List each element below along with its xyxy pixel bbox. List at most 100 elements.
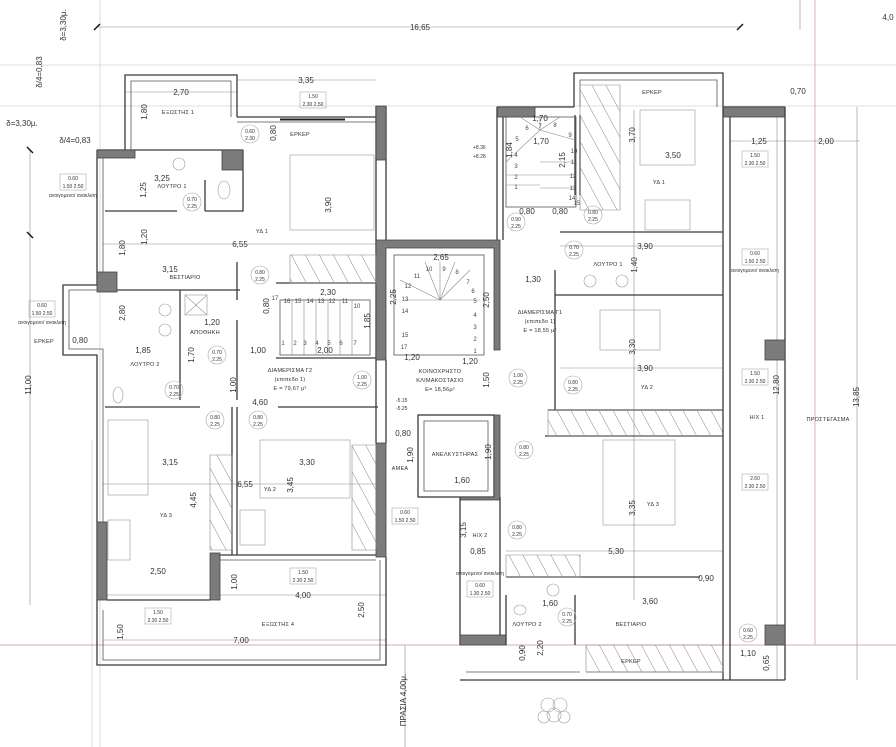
furniture <box>107 109 696 724</box>
stair-step-number: 14 <box>569 196 576 202</box>
bed <box>259 439 351 499</box>
room-label: ΛΟΥΤΡΟ 1 <box>593 262 622 268</box>
dimension-label: 2,70 <box>173 88 189 97</box>
dimension-label: 6,55 <box>232 240 248 249</box>
stair-step-number: 5 <box>327 341 331 347</box>
stair-step-number: 3 <box>303 341 307 347</box>
dimension-label: 3,30 <box>628 339 637 355</box>
door-width: 0.60 <box>245 129 255 135</box>
dimension-label: 2,00 <box>818 137 834 146</box>
door-width: 1.00 <box>357 375 367 381</box>
dimension-label: 3,90 <box>324 197 333 213</box>
room-label: ΕΡΚΕΡ <box>621 659 641 665</box>
dimension-label: 1,84 <box>505 142 514 158</box>
window-width: 0.60 <box>68 176 78 182</box>
window-height: 2.30 2.50 <box>745 161 766 167</box>
dimension-label: 1,85 <box>363 313 372 329</box>
door-width: 0.80 <box>588 210 598 216</box>
stair-step-number: 10 <box>571 149 578 155</box>
window-tag-box <box>741 368 769 386</box>
door-tag-circle <box>506 212 526 232</box>
dimension-label: 1,00 <box>250 346 266 355</box>
window-height: 1.50 2.50 <box>395 518 416 524</box>
door-height: 2.25 <box>588 217 598 223</box>
room-label: ΥΔ 2 <box>264 487 276 493</box>
stair-step-number: 11 <box>342 299 349 305</box>
door-tag-circle <box>583 205 603 225</box>
dimension-label: 0,80 <box>395 429 411 438</box>
dimension-label: 0,80 <box>552 207 568 216</box>
room-label: ΕΞΩΣΤΗΣ 1 <box>162 110 194 116</box>
dimension-label: 1,20 <box>462 357 478 366</box>
apartment-name: ΔΙΑΜΕΡΙΣΜΑ Γ2 <box>268 368 313 374</box>
door-width: 0.70 <box>569 245 579 251</box>
dimension-label: 1,85 <box>135 346 151 355</box>
dimension-label: 1,50 <box>116 624 125 640</box>
window-width: 0.60 <box>37 303 47 309</box>
dimension-label: 0,85 <box>470 547 486 556</box>
bed <box>289 154 375 231</box>
door-tag-circle <box>564 240 584 260</box>
dimension-label: 1,50 <box>482 372 491 388</box>
window-note: ανοιγομενο/ ανακλιση <box>49 193 97 199</box>
stair-step-number: 8 <box>553 123 557 129</box>
window-width: 0.60 <box>475 583 485 589</box>
door-height: 2.25 <box>253 422 263 428</box>
window-width: 1.50 <box>308 94 318 100</box>
level-mark: +8.28 <box>473 154 486 160</box>
stair-step-number: 2 <box>473 337 477 343</box>
window-tag-box <box>144 607 172 625</box>
window-note: ανοιγομενο/ ανακλιση <box>731 268 779 274</box>
stair-step-number: 17 <box>272 296 279 302</box>
dimension-label: 2,50 <box>150 567 166 576</box>
stair-step-number: 16 <box>284 299 291 305</box>
room-label: ΥΔ 1 <box>653 180 665 186</box>
dimension-label: 1,10 <box>740 649 756 658</box>
stair-step-number: 6 <box>525 126 529 132</box>
apartment-name: ΚΟΙΝΟΧΡΗΣΤΟ <box>419 369 462 375</box>
door-width: 0.70 <box>169 385 179 391</box>
dimension-label: 1,00 <box>229 377 238 393</box>
window-height: 2.30 2.50 <box>148 618 169 624</box>
window-width: 1.50 <box>153 610 163 616</box>
stair-step-number: 1 <box>281 341 285 347</box>
dimension-label: 3,90 <box>637 364 653 373</box>
dimension-label: 3,60 <box>642 597 658 606</box>
dimension-label: 1,60 <box>542 599 558 608</box>
dimension-label: 1,25 <box>751 137 767 146</box>
stair-step-number: 12 <box>329 299 336 305</box>
door-height: 2.25 <box>512 532 522 538</box>
door-height: 2.25 <box>511 224 521 230</box>
window-height: 1.50 2.50 <box>63 184 84 190</box>
stair-step-number: 12 <box>405 284 412 290</box>
door-width: 0.60 <box>743 628 753 634</box>
door-width: 0.80 <box>255 270 265 276</box>
stair-step-number: 5 <box>473 299 477 305</box>
door-tag-circle <box>207 345 227 365</box>
window-height: 2.30 2.50 <box>303 102 324 108</box>
door-height: 2.25 <box>562 619 572 625</box>
apartment-area: Ε= 18,56μ² <box>425 387 455 393</box>
dimension-label: 1,90 <box>406 447 415 463</box>
bed <box>602 439 676 526</box>
door-tag-circle <box>557 607 577 627</box>
window-height: 2.30 2.50 <box>745 379 766 385</box>
dimension-label: 3,35 <box>298 76 314 85</box>
door-height: 2.25 <box>519 452 529 458</box>
stair-step-number: 14 <box>402 309 409 315</box>
window-height: 2.30 2.50 <box>293 578 314 584</box>
room-label: ΛΟΥΤΡΟ 1 <box>157 184 186 190</box>
door-height: 2.25 <box>212 357 222 363</box>
door-tag-circle <box>240 124 260 144</box>
apartment-level: ΚΛΙΜΑΚΟΣΤΑΣΙΟ <box>416 378 464 384</box>
room-label: ΛΟΥΤΡΟ 2 <box>130 362 159 368</box>
dimension-label: 1,80 <box>118 240 127 256</box>
dimension-label: 3,50 <box>665 151 681 160</box>
dimension-label: 13,85 <box>852 386 861 407</box>
dimension-label: 2,50 <box>482 292 491 308</box>
room-label: ΥΔ 2 <box>641 385 653 391</box>
dimension-label: ΠΡΑΣΙΑ 4,00μ. <box>399 674 408 727</box>
door-tag-circle <box>507 520 527 540</box>
stair-step-number: 15 <box>295 299 302 305</box>
